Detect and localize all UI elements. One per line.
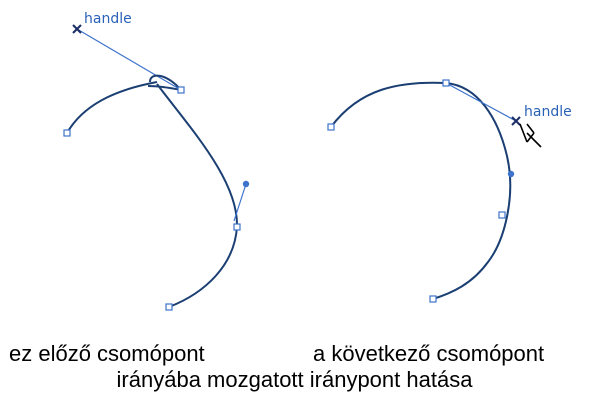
right-anchor-start [327, 123, 335, 131]
bezier-handle-diagram: handle handle [63, 11, 572, 311]
left-panel: handle [63, 11, 250, 311]
left-direction-point [242, 180, 250, 188]
caption-line-1: ez előző csomópont a következő csomópont [0, 341, 589, 419]
left-handle-label: handle [84, 11, 132, 27]
left-tangent-line [233, 183, 247, 222]
right-panel: handle [327, 79, 572, 303]
left-anchor-end [165, 303, 173, 311]
left-anchor-start [63, 129, 71, 137]
left-anchor-top [177, 86, 185, 94]
left-handle-line [76, 28, 182, 91]
right-curve [330, 81, 512, 300]
left-anchor-middle [233, 223, 241, 231]
left-curve-lower [156, 83, 239, 308]
right-handle-line [445, 82, 517, 122]
right-anchor-end [429, 295, 437, 303]
right-direction-point [507, 170, 515, 178]
right-anchor-middle [498, 211, 506, 219]
left-handle-marker [72, 24, 82, 34]
right-handle-label: handle [524, 104, 572, 120]
caption-left-text: ez előző csomópont [9, 341, 205, 366]
caption-line-2: irányába mozgatott iránypont hatása [116, 367, 473, 392]
right-handle-marker [511, 116, 521, 126]
left-curve-upper [66, 81, 158, 134]
caption-right-text: a következő csomópont [313, 341, 545, 366]
right-anchor-top [442, 79, 450, 87]
cursor-icon [519, 123, 542, 148]
